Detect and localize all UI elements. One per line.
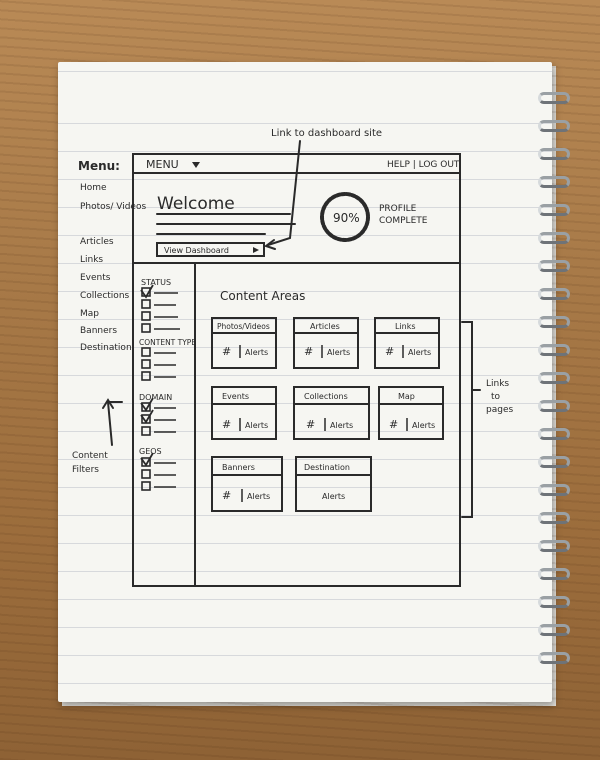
spiral-ring bbox=[538, 624, 570, 636]
spiral-ring bbox=[538, 540, 570, 552]
margin-menu-item: Home bbox=[80, 183, 107, 193]
help-logout-link: HELP | LOG OUT bbox=[387, 160, 460, 170]
tile-count: # bbox=[222, 489, 231, 502]
tile-alerts: Alerts bbox=[408, 348, 431, 357]
spiral-ring bbox=[538, 568, 570, 580]
spiral-ring bbox=[538, 148, 570, 160]
tile-count: # bbox=[222, 418, 231, 431]
tile-title: Events bbox=[222, 392, 249, 401]
margin-menu-item: Collections bbox=[80, 291, 130, 301]
tile-count: # bbox=[222, 345, 231, 358]
spiral-ring bbox=[538, 400, 570, 412]
tile-alerts: Alerts bbox=[330, 421, 353, 430]
margin-menu-item: Links bbox=[80, 255, 103, 265]
tile-alerts: Alerts bbox=[245, 421, 268, 430]
tile-title: Links bbox=[395, 322, 416, 331]
tile-alerts: Alerts bbox=[327, 348, 350, 357]
wireframe-frame bbox=[132, 153, 461, 587]
filter-checkboxes bbox=[140, 284, 180, 491]
spiral-ring bbox=[538, 652, 570, 664]
content-areas-heading: Content Areas bbox=[220, 289, 305, 303]
menu-label: MENU bbox=[146, 158, 179, 171]
spiral-ring bbox=[538, 484, 570, 496]
margin-menu-item: Articles bbox=[80, 237, 114, 247]
spiral-ring bbox=[538, 596, 570, 608]
filter-group-title: CONTENT TYPE bbox=[139, 338, 196, 347]
tile-title: Banners bbox=[222, 463, 255, 472]
tile-alerts: Alerts bbox=[412, 421, 435, 430]
chevron-down-icon bbox=[192, 162, 200, 168]
view-dashboard-button-box bbox=[156, 242, 265, 257]
tile-alerts: Alerts bbox=[247, 492, 270, 501]
margin-menu-item: Map bbox=[80, 309, 99, 319]
margin-menu-item: Events bbox=[80, 273, 111, 283]
annotation-dashboard-link: Link to dashboard site bbox=[271, 128, 382, 139]
tile-title: Destination bbox=[304, 463, 350, 472]
profile-percent: 90% bbox=[333, 211, 360, 225]
spiral-ring bbox=[538, 288, 570, 300]
spiral-ring bbox=[538, 232, 570, 244]
spiral-binding bbox=[538, 92, 578, 692]
annotation-links-to-pages: pages bbox=[486, 405, 513, 415]
annotation-content-filters: Filters bbox=[72, 465, 99, 475]
filter-group-title: STATUS bbox=[141, 278, 171, 287]
spiral-ring bbox=[538, 428, 570, 440]
spiral-ring bbox=[538, 372, 570, 384]
annotation-links-to-pages: to bbox=[491, 392, 501, 402]
spiral-ring bbox=[538, 120, 570, 132]
profile-label: COMPLETE bbox=[379, 216, 428, 226]
triangle-right-icon bbox=[253, 247, 259, 253]
spiral-ring bbox=[538, 176, 570, 188]
tile-title: Collections bbox=[304, 392, 348, 401]
view-dashboard-label: View Dashboard bbox=[164, 246, 229, 255]
tile-boxes bbox=[211, 317, 444, 512]
filter-group-title: GEOS bbox=[139, 447, 162, 456]
spiral-ring bbox=[538, 456, 570, 468]
spiral-ring bbox=[538, 204, 570, 216]
tile-dividers bbox=[239, 345, 408, 502]
filter-group-title: DOMAIN bbox=[139, 393, 172, 402]
welcome-title: Welcome bbox=[157, 194, 235, 214]
tile-count: # bbox=[304, 345, 313, 358]
tile-title: Articles bbox=[310, 322, 340, 331]
spiral-ring bbox=[538, 260, 570, 272]
profile-label: PROFILE bbox=[379, 204, 417, 214]
tile-count: # bbox=[306, 418, 315, 431]
margin-menu-item: Destination bbox=[80, 343, 132, 353]
tile-count: # bbox=[389, 418, 398, 431]
spiral-ring bbox=[538, 512, 570, 524]
margin-menu-item: Photos/ Videos bbox=[80, 202, 146, 212]
spiral-ring bbox=[538, 344, 570, 356]
margin-menu-item: Banners bbox=[80, 326, 117, 336]
spiral-ring bbox=[538, 92, 570, 104]
margin-menu-title: Menu: bbox=[78, 159, 120, 173]
tile-alerts: Alerts bbox=[245, 348, 268, 357]
tile-title: Map bbox=[398, 392, 415, 401]
tile-count: # bbox=[385, 345, 394, 358]
annotation-content-filters: Content bbox=[72, 451, 108, 461]
tile-title: Photos/Videos bbox=[217, 322, 270, 331]
tile-alerts: Alerts bbox=[322, 492, 345, 501]
annotation-links-to-pages: Links bbox=[486, 379, 509, 389]
profile-progress-ring bbox=[320, 192, 370, 242]
spiral-ring bbox=[538, 316, 570, 328]
